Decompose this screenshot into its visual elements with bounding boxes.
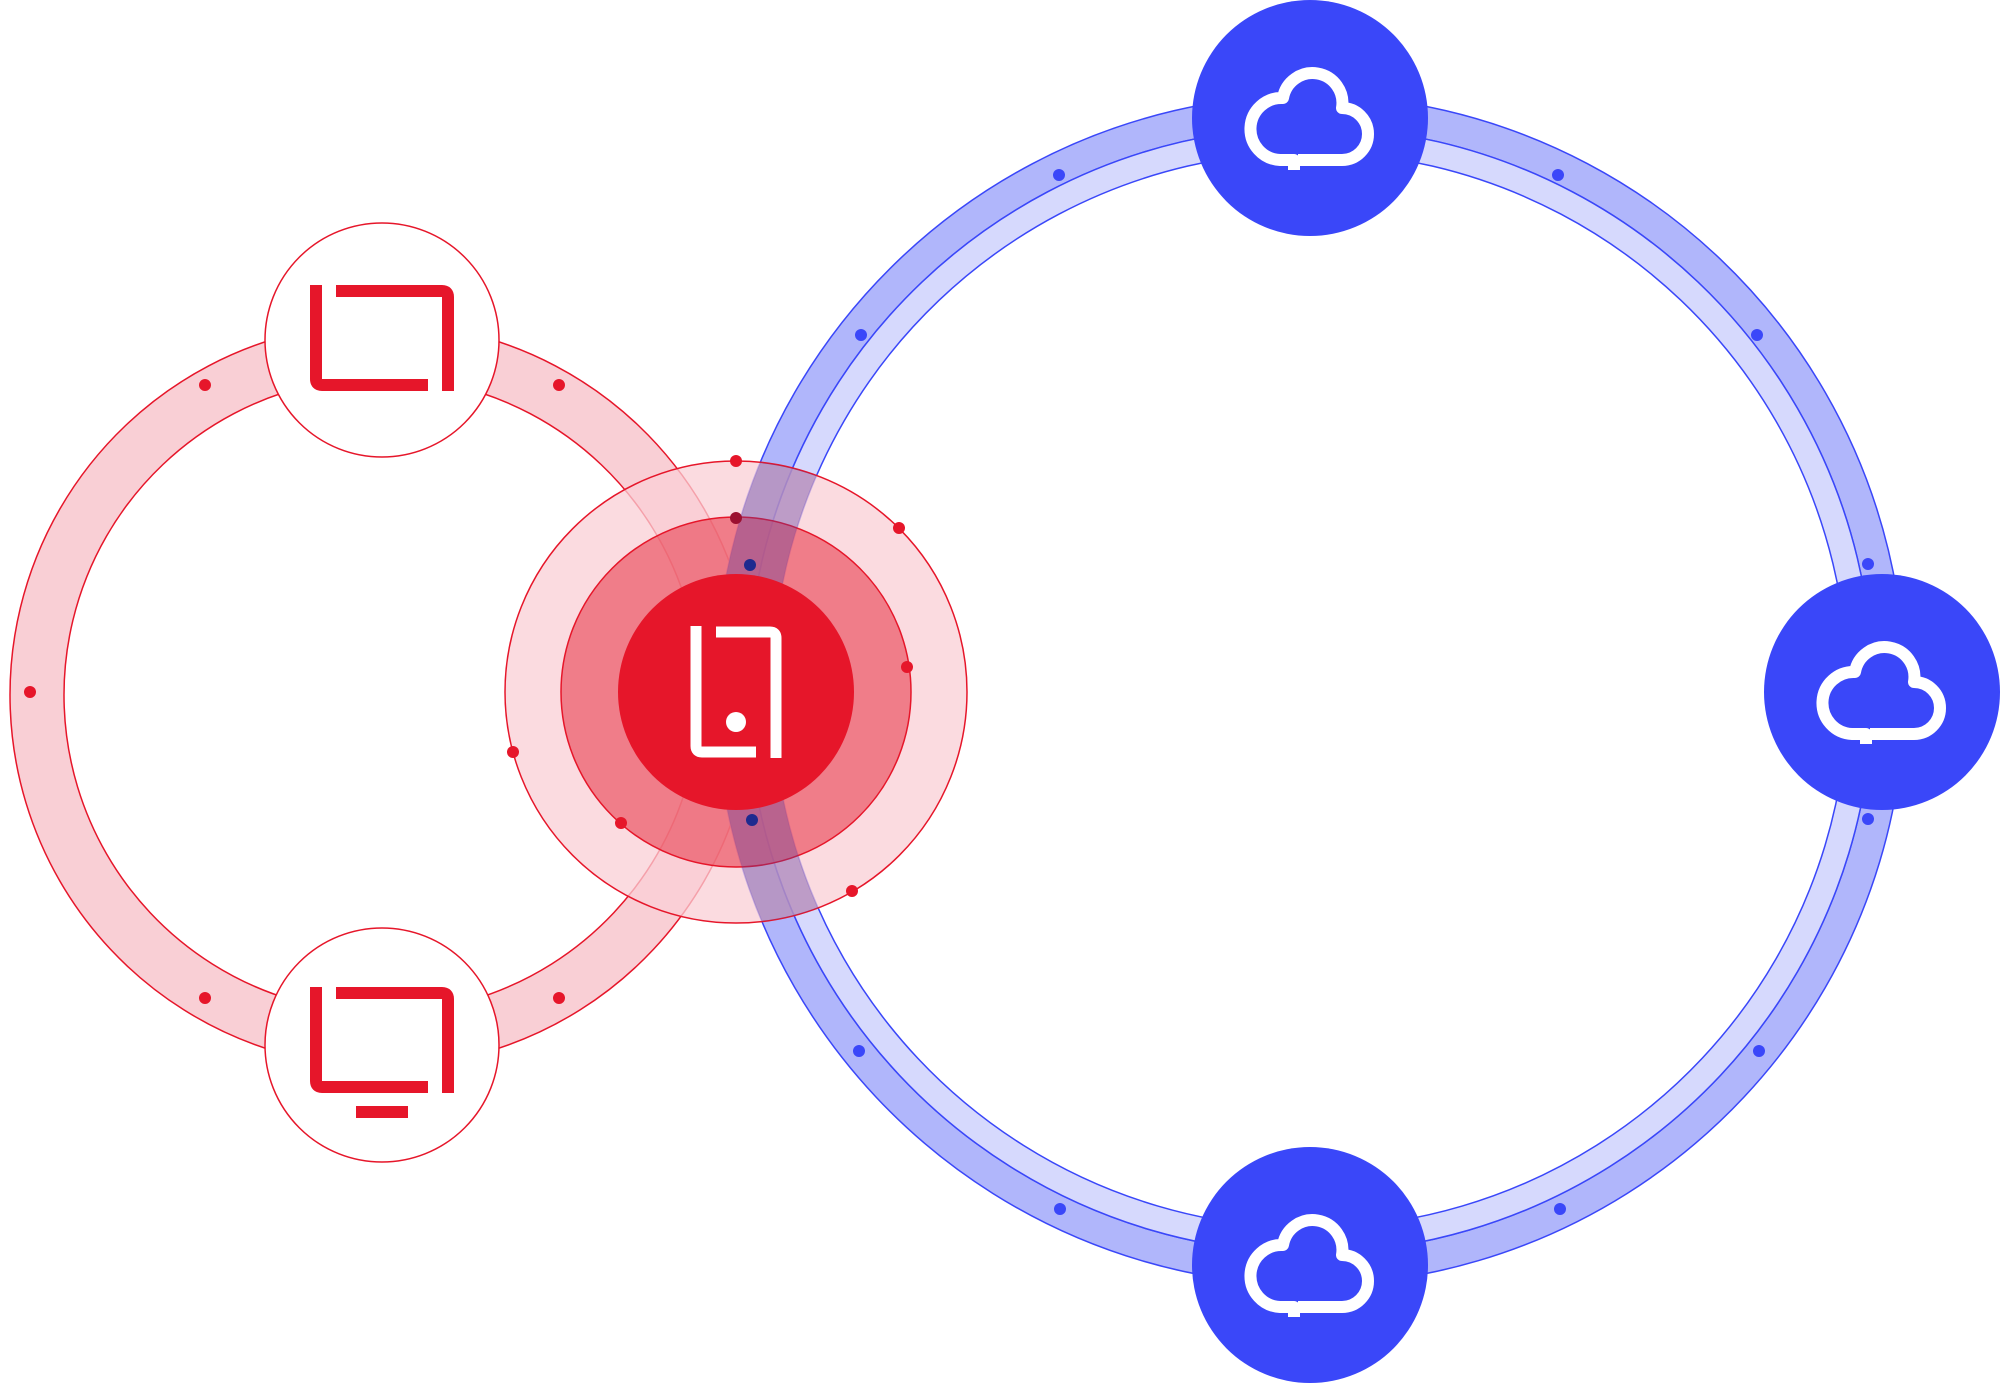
blue-dot (1552, 169, 1564, 181)
node-mobile-badge (618, 574, 854, 810)
laptop-icon (310, 285, 454, 391)
blue-dot (1053, 169, 1065, 181)
node-cloud-right (1764, 574, 2000, 810)
mobile-phone-icon (690, 626, 782, 758)
blue-dot (746, 814, 758, 826)
node-cloud-right-badge (1764, 574, 2000, 810)
red-dot (730, 455, 742, 467)
red-dot (901, 661, 913, 673)
cloud-network-dots (744, 169, 1874, 1215)
cloud-icon (1244, 67, 1374, 170)
cloud-icon (1816, 641, 1946, 744)
node-desktop (264, 927, 500, 1163)
blue-dot (1862, 558, 1874, 570)
node-laptop (264, 222, 500, 458)
red-dot (199, 992, 211, 1004)
node-desktop-badge (264, 927, 500, 1163)
blue-dot (744, 559, 756, 571)
red-dot (24, 686, 36, 698)
blue-dot (1751, 329, 1763, 341)
node-cloud-bottom-badge (1192, 1147, 1428, 1383)
red-dot (199, 379, 211, 391)
blue-dot (1554, 1203, 1566, 1215)
node-mobile-hub (618, 574, 854, 810)
red-dot (507, 746, 519, 758)
red-dot (553, 992, 565, 1004)
red-dot (893, 522, 905, 534)
cloud-icon (1244, 1214, 1374, 1317)
blue-dot (853, 1045, 865, 1057)
node-cloud-top (1192, 0, 1428, 236)
red-dot (846, 885, 858, 897)
blue-dot (1054, 1203, 1066, 1215)
blue-dot (1753, 1045, 1765, 1057)
node-laptop-badge (264, 222, 500, 458)
node-cloud-top-badge (1192, 0, 1428, 236)
desktop-monitor-icon (310, 987, 454, 1118)
red-dot (730, 512, 742, 524)
blue-dot (1862, 813, 1874, 825)
local-network-dots (24, 379, 913, 1004)
red-dot (553, 379, 565, 391)
red-dot (615, 817, 627, 829)
blue-dot (855, 329, 867, 341)
node-cloud-bottom (1192, 1147, 1428, 1383)
